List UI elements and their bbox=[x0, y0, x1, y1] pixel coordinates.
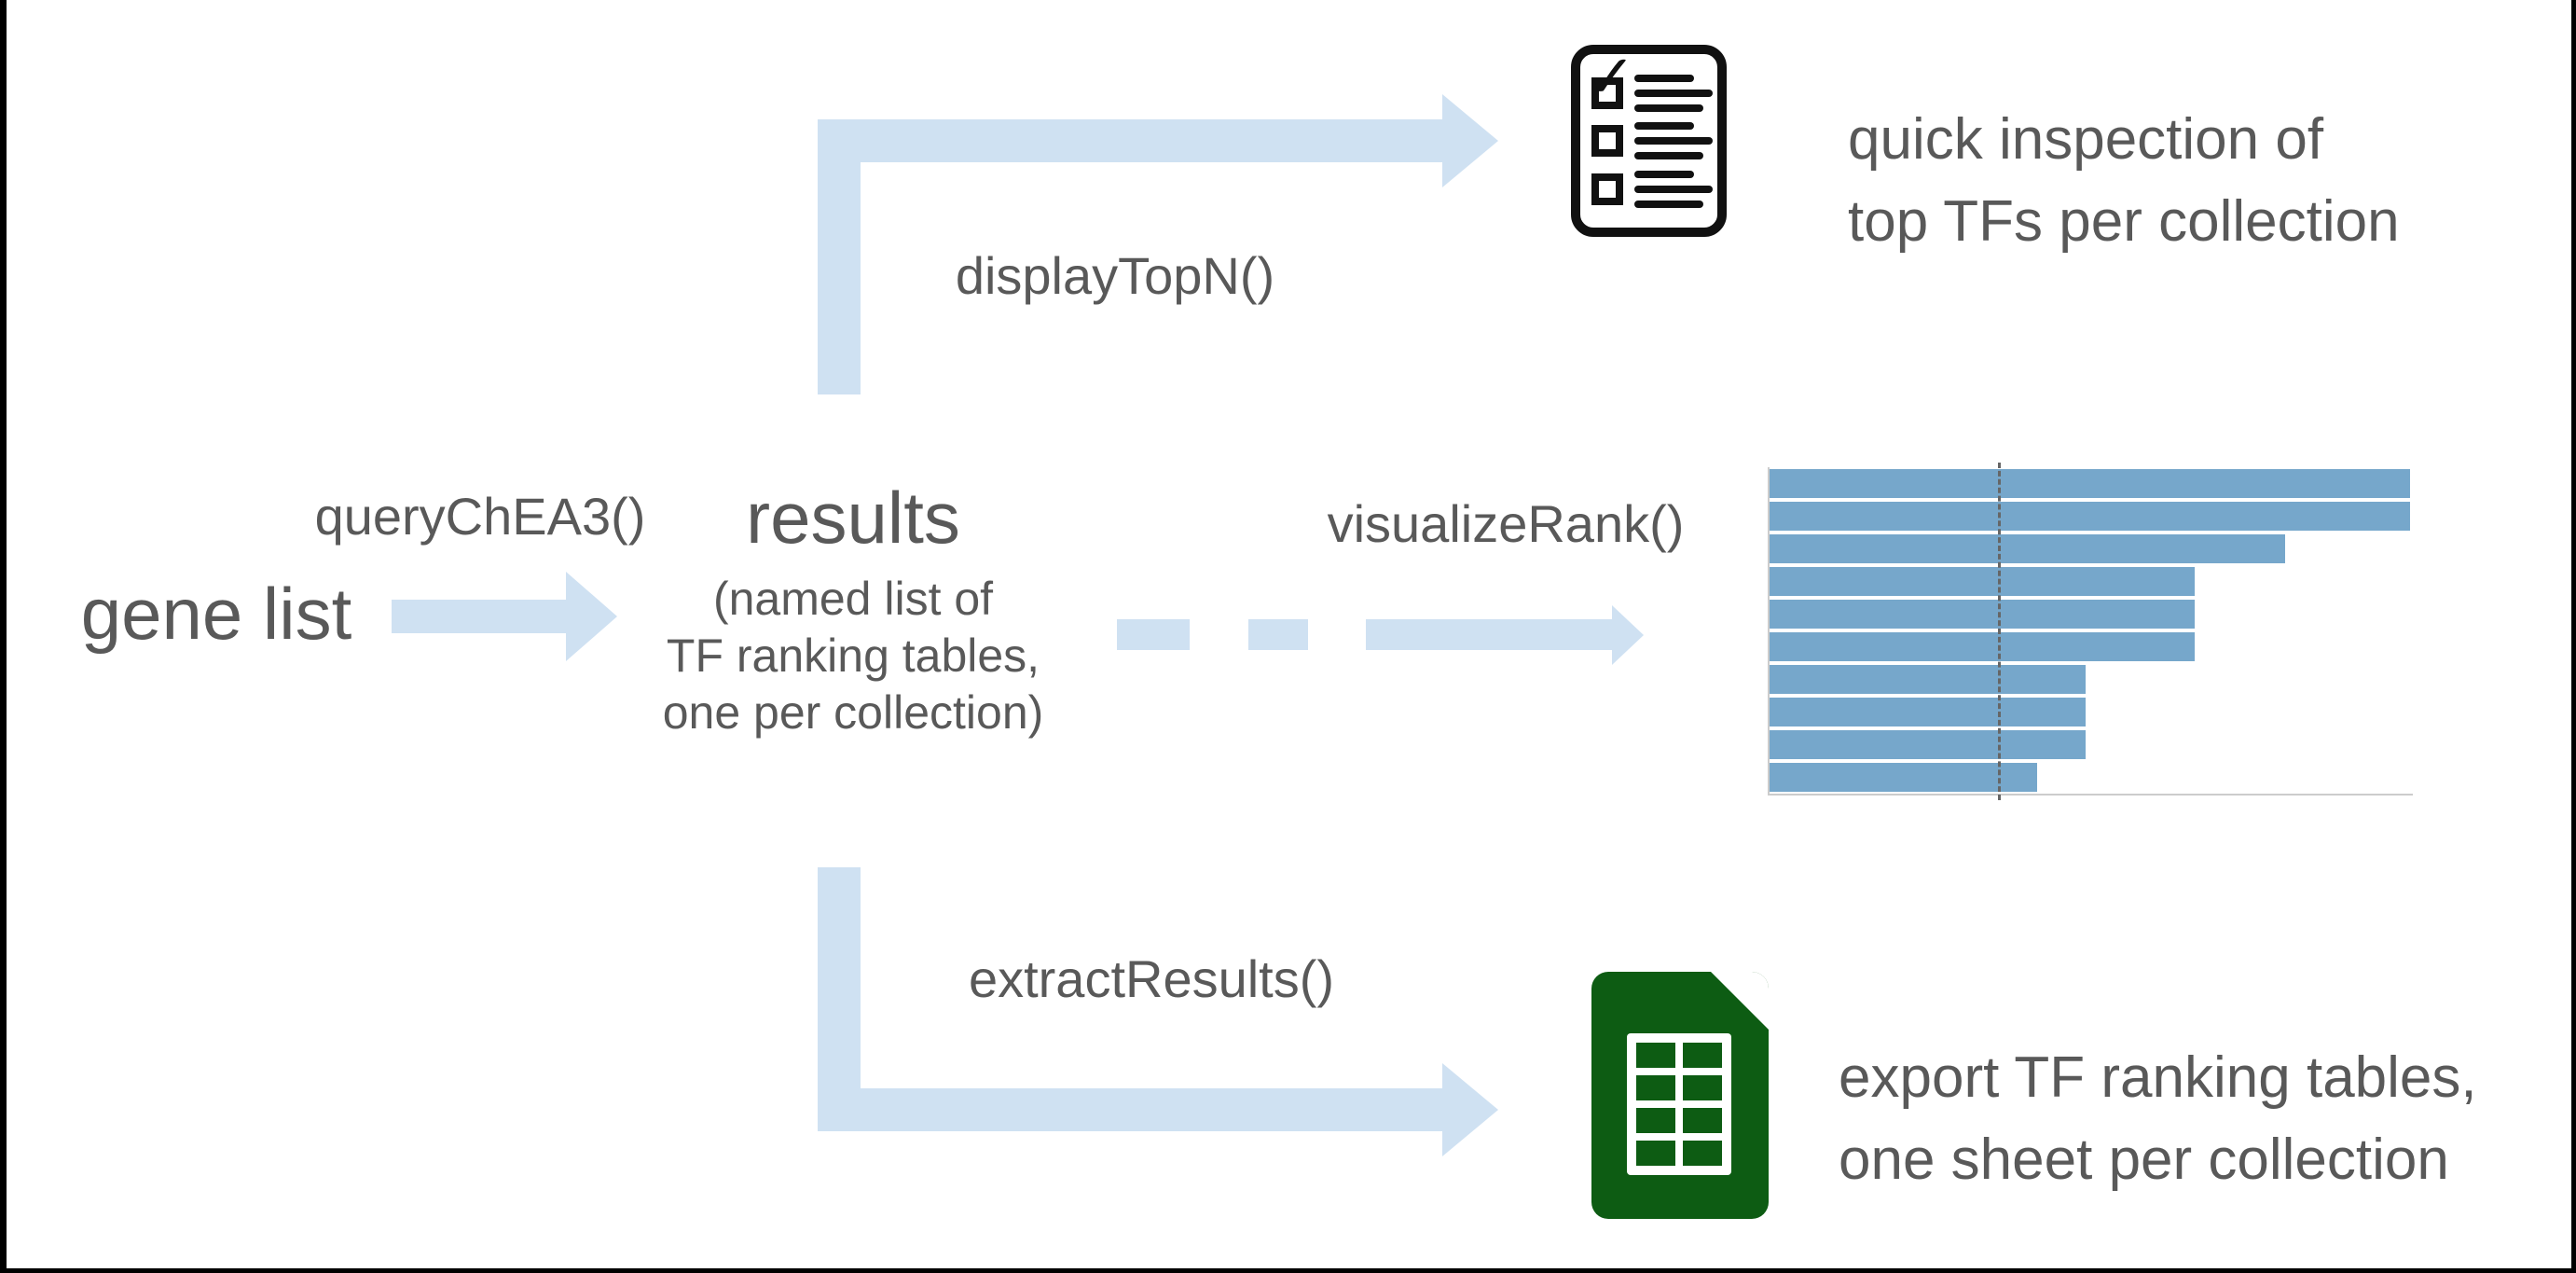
checklist-text-lines bbox=[1634, 74, 1713, 112]
rank-bar bbox=[1770, 567, 2196, 596]
checkmark-icon: ✓ bbox=[1586, 42, 1636, 110]
checkbox-empty-icon bbox=[1591, 125, 1623, 157]
caption-line: export TF ranking tables, bbox=[1839, 1045, 2477, 1110]
caption-line: quick inspection of bbox=[1848, 107, 2324, 172]
results-subtitle-line: TF ranking tables, bbox=[666, 630, 1040, 682]
caption-line: top TFs per collection bbox=[1848, 189, 2400, 254]
caption-export-tables: export TF ranking tables, one sheet per c… bbox=[1839, 1037, 2477, 1201]
arrow-visualize-shaft bbox=[1366, 619, 1612, 650]
checkbox-checked-icon bbox=[1591, 76, 1623, 109]
checklist-document-icon: ✓ bbox=[1571, 45, 1727, 237]
gene-list-label: gene list bbox=[80, 573, 352, 655]
arrow-visualize-dash-2 bbox=[1248, 619, 1308, 650]
spreadsheet-grid bbox=[1627, 1033, 1731, 1175]
checklist-row-unchecked bbox=[1591, 170, 1713, 208]
checklist-row-checked: ✓ bbox=[1586, 47, 1713, 112]
arrow-extract-horizontal bbox=[818, 1088, 1442, 1131]
arrow-query-head bbox=[566, 572, 617, 661]
checkbox-empty-icon bbox=[1591, 173, 1623, 205]
query-chea3-label: queryChEA3() bbox=[314, 487, 646, 546]
rank-bar bbox=[1770, 763, 2038, 792]
results-title: results bbox=[746, 477, 960, 559]
rank-bar bbox=[1770, 469, 2410, 498]
spreadsheet-page bbox=[1591, 972, 1769, 1219]
arrow-query-shaft bbox=[392, 600, 566, 633]
visualize-rank-label: visualizeRank() bbox=[1327, 494, 1685, 553]
chart-y-axis bbox=[1768, 467, 1770, 796]
results-subtitle-line: (named list of bbox=[712, 573, 994, 625]
checklist-page: ✓ bbox=[1571, 45, 1727, 237]
checklist-row-unchecked bbox=[1591, 122, 1713, 159]
display-topn-label: displayTopN() bbox=[955, 246, 1275, 305]
rank-bar bbox=[1770, 730, 2086, 759]
rank-bar bbox=[1770, 502, 2410, 531]
rank-bar bbox=[1770, 698, 2086, 726]
caption-line: one sheet per collection bbox=[1839, 1128, 2449, 1192]
extract-results-label: extractResults() bbox=[968, 949, 1335, 1008]
chart-reference-dashed-line bbox=[1998, 463, 2002, 800]
results-subtitle-line: one per collection) bbox=[662, 686, 1044, 739]
arrow-extract-vertical bbox=[818, 867, 861, 1131]
checklist-text-lines bbox=[1634, 170, 1713, 208]
arrow-display-vertical bbox=[818, 119, 861, 394]
chart-x-axis bbox=[1768, 794, 2413, 796]
rank-bar bbox=[1770, 600, 2196, 629]
bar-group bbox=[1770, 469, 2410, 792]
arrow-extract-head bbox=[1442, 1063, 1498, 1156]
checklist-text-lines bbox=[1634, 122, 1713, 159]
spreadsheet-icon bbox=[1591, 972, 1769, 1219]
rank-bar-chart bbox=[1770, 463, 2410, 800]
rank-bar bbox=[1770, 534, 2286, 563]
caption-quick-inspection: quick inspection of top TFs per collectio… bbox=[1848, 99, 2400, 263]
arrow-display-horizontal bbox=[818, 119, 1442, 162]
arrow-display-head bbox=[1442, 94, 1498, 187]
rank-bar bbox=[1770, 665, 2086, 694]
arrow-visualize-dash-1 bbox=[1117, 619, 1190, 650]
arrow-visualize-head bbox=[1612, 605, 1644, 665]
rank-bar bbox=[1770, 632, 2196, 661]
